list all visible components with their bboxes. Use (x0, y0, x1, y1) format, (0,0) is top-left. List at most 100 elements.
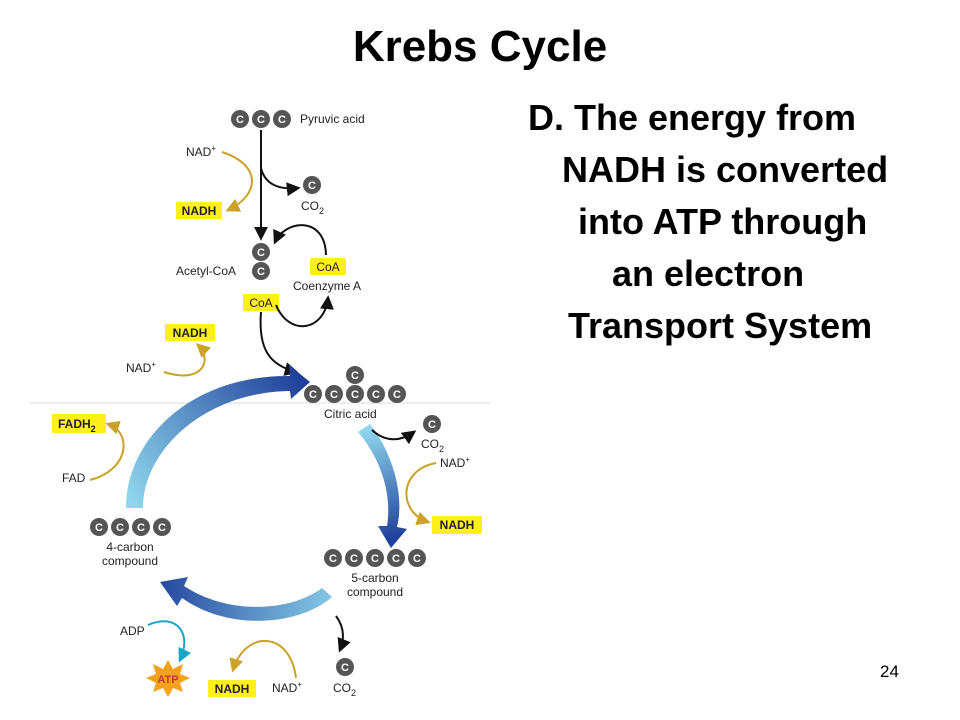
black-arrow (275, 295, 334, 328)
black-arrow (273, 224, 327, 256)
nad-plus-label: NAD+ (126, 360, 156, 375)
black-arrow (335, 615, 351, 653)
svg-text:C: C (350, 553, 358, 565)
carbon-atom: C (303, 176, 321, 194)
nad-plus-label: NAD+ (272, 680, 302, 695)
five-carbon-label: compound (347, 585, 403, 599)
svg-text:C: C (236, 114, 244, 126)
nad-plus-label: NAD+ (440, 455, 470, 470)
carbon-atom: C (346, 385, 364, 403)
slide-number: 24 (880, 662, 899, 681)
black-arrow (259, 311, 299, 376)
svg-text:CoA: CoA (249, 296, 272, 310)
carbon-atom: C (387, 549, 405, 567)
svg-text:C: C (329, 553, 337, 565)
nadh-box: NADH (208, 680, 256, 697)
svg-text:C: C (257, 114, 265, 126)
carbon-atom: C (367, 385, 385, 403)
svg-text:C: C (341, 662, 349, 674)
carbon-atom: C (324, 549, 342, 567)
gold-arrow (221, 151, 253, 212)
four-carbon-compound: C C C C 4-carbon compound (90, 518, 171, 568)
svg-text:C: C (308, 180, 316, 192)
carbon-atom: C (252, 262, 270, 280)
four-carbon-label: 4-carbon (106, 540, 153, 554)
acetyl-coa-label: Acetyl-CoA (176, 264, 236, 278)
svg-text:ATP: ATP (157, 674, 178, 686)
svg-text:C: C (351, 370, 359, 382)
body-text: D. The energy from NADH is converted int… (528, 92, 958, 352)
carbon-atom: C (132, 518, 150, 536)
body-line: D. The energy from (528, 97, 857, 138)
carbon-atom: C (408, 549, 426, 567)
cycle-arrow-bottom (160, 577, 332, 621)
svg-text:NADH: NADH (215, 682, 250, 696)
citric-acid: C C C C C C Citric acid (304, 366, 406, 421)
body-line: Transport System (568, 305, 873, 346)
coa-box: CoA (243, 294, 279, 311)
cycle-arrow-top (126, 365, 310, 508)
body-line: NADH is converted (562, 149, 889, 190)
svg-text:C: C (257, 247, 265, 259)
citric-acid-label: Citric acid (324, 407, 377, 421)
svg-text:C: C (158, 522, 166, 534)
slide-title: Krebs Cycle (352, 22, 608, 71)
black-arrow (371, 429, 417, 445)
carbon-atom: C (231, 110, 249, 128)
five-carbon-label: 5-carbon (351, 571, 398, 585)
co2-label: CO2 (421, 437, 444, 454)
co2-label: CO2 (333, 681, 356, 698)
carbon-atom: C (325, 385, 343, 403)
body-line: an electron (612, 253, 805, 294)
svg-text:C: C (137, 522, 145, 534)
adp-label: ADP (120, 624, 145, 638)
fad-label: FAD (62, 471, 86, 485)
co2-label: CO2 (301, 199, 324, 216)
gold-arrow (163, 343, 211, 377)
svg-text:C: C (309, 389, 317, 401)
svg-text:C: C (372, 389, 380, 401)
body-line: into ATP through (578, 201, 868, 242)
svg-text:C: C (351, 389, 359, 401)
coenzyme-a-label: Coenzyme A (293, 279, 361, 293)
carbon-atom: C (90, 518, 108, 536)
nadh-box: NADH (176, 202, 222, 219)
coa-box: CoA (310, 258, 346, 275)
svg-text:C: C (116, 522, 124, 534)
nadh-box: NADH (432, 516, 482, 534)
gold-arrow (229, 640, 297, 679)
svg-text:FADH2: FADH2 (58, 417, 96, 434)
svg-text:C: C (95, 522, 103, 534)
nad-plus-label: NAD+ (186, 144, 216, 159)
carbon-atom: C (345, 549, 363, 567)
carbon-atom: C (388, 385, 406, 403)
svg-text:C: C (371, 553, 379, 565)
fadh2-box: FADH2 (52, 414, 106, 434)
svg-text:NADH: NADH (182, 204, 217, 218)
svg-text:NADH: NADH (173, 326, 208, 340)
gold-arrow (89, 420, 125, 481)
carbon-atom: C (366, 549, 384, 567)
black-arrow (260, 167, 301, 197)
carbon-atom: C (111, 518, 129, 536)
carbon-atom: C (153, 518, 171, 536)
pyruvic-acid-label: Pyruvic acid (300, 112, 365, 126)
gold-arrow (405, 462, 437, 526)
carbon-atom: C (423, 415, 441, 433)
svg-text:CoA: CoA (316, 260, 339, 274)
adp-arrow (147, 620, 192, 663)
carbon-atom: C (252, 243, 270, 261)
nadh-box: NADH (165, 324, 215, 341)
svg-text:C: C (392, 553, 400, 565)
svg-text:NADH: NADH (440, 518, 475, 532)
carbon-atom: C (304, 385, 322, 403)
svg-text:C: C (257, 266, 265, 278)
carbon-atom: C (252, 110, 270, 128)
svg-text:C: C (330, 389, 338, 401)
carbon-atom: C (273, 110, 291, 128)
carbon-atom: C (336, 658, 354, 676)
four-carbon-label: compound (102, 554, 158, 568)
svg-text:C: C (428, 419, 436, 431)
pyruvic-acid: C C C Pyruvic acid (231, 110, 365, 128)
